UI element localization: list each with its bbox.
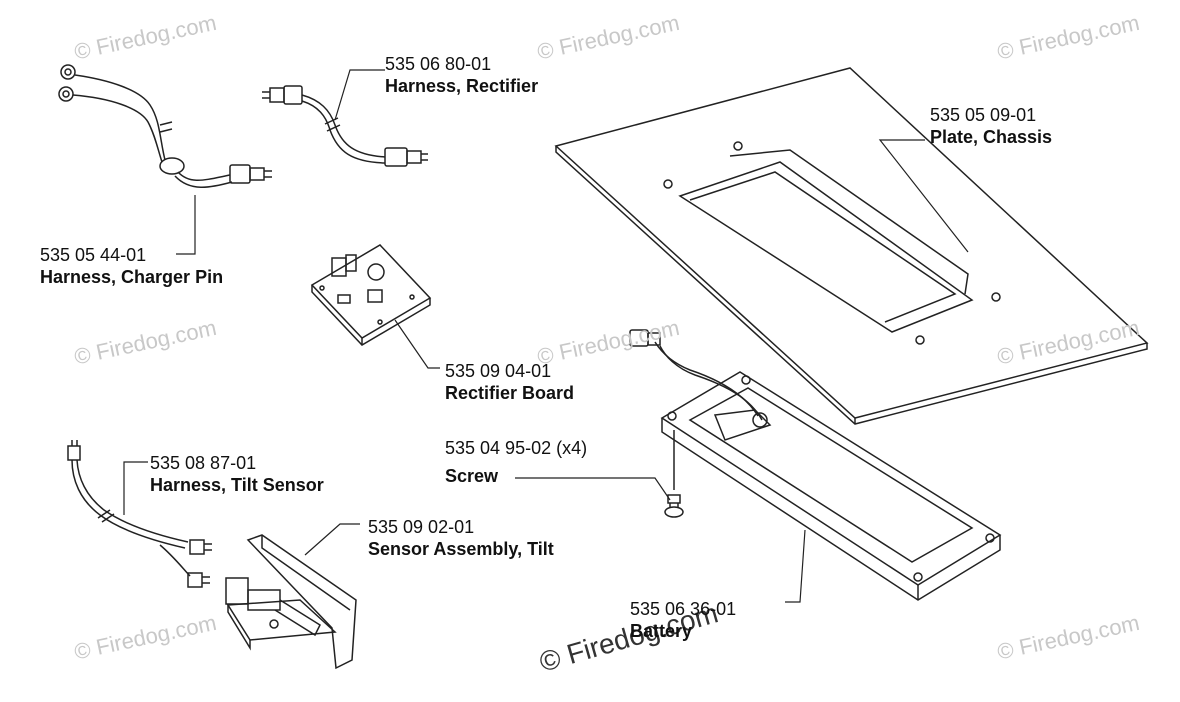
- part-name: Battery: [630, 621, 693, 641]
- part-number: 535 05 44-01: [40, 245, 147, 265]
- part-name: Harness, Charger Pin: [40, 267, 224, 287]
- part-label-battery: 535 06 36-01 Battery: [630, 598, 736, 642]
- part-number: 535 06 36-01: [630, 599, 737, 619]
- part-number: 535 06 80-01: [385, 54, 492, 74]
- part-name: Screw: [445, 466, 499, 486]
- part-name: Harness, Rectifier: [385, 76, 539, 96]
- part-number: 535 08 87-01: [150, 453, 257, 473]
- part-number: 535 09 04-01: [445, 361, 552, 381]
- part-label-harness-tilt-sensor: 535 08 87-01 Harness, Tilt Sensor: [150, 452, 324, 496]
- part-label-harness-rectifier: 535 06 80-01 Harness, Rectifier: [385, 53, 538, 97]
- part-label-rectifier-board: 535 09 04-01 Rectifier Board: [445, 360, 574, 404]
- part-number: 535 09 02-01: [368, 517, 475, 537]
- harness-rectifier-drawing: [262, 85, 428, 167]
- tilt-sensor-assembly-drawing: [225, 534, 357, 670]
- part-name: Plate, Chassis: [930, 127, 1053, 147]
- part-label-harness-charger-pin: 535 05 44-01 Harness, Charger Pin: [40, 244, 223, 288]
- battery-drawing: [629, 329, 1002, 601]
- part-label-tilt-sensor-assembly: 535 09 02-01 Sensor Assembly, Tilt: [368, 516, 554, 560]
- screw-drawing: [664, 430, 684, 518]
- part-label-screw: 535 04 95-02 (x4) Screw: [445, 434, 587, 490]
- harness-charger-pin-drawing: [58, 64, 272, 188]
- rectifier-board-drawing: [310, 244, 432, 346]
- part-number: 535 04 95-02 (x4): [445, 438, 588, 458]
- part-label-plate-chassis: 535 05 09-01 Plate, Chassis: [930, 104, 1052, 148]
- harness-tilt-sensor-drawing: [67, 440, 212, 588]
- plate-chassis-drawing: [554, 67, 1149, 425]
- part-number: 535 05 09-01: [930, 105, 1037, 125]
- part-name: Rectifier Board: [445, 383, 575, 403]
- part-name: Sensor Assembly, Tilt: [368, 539, 554, 559]
- part-name: Harness, Tilt Sensor: [150, 475, 324, 495]
- leader-lines: [123, 69, 969, 603]
